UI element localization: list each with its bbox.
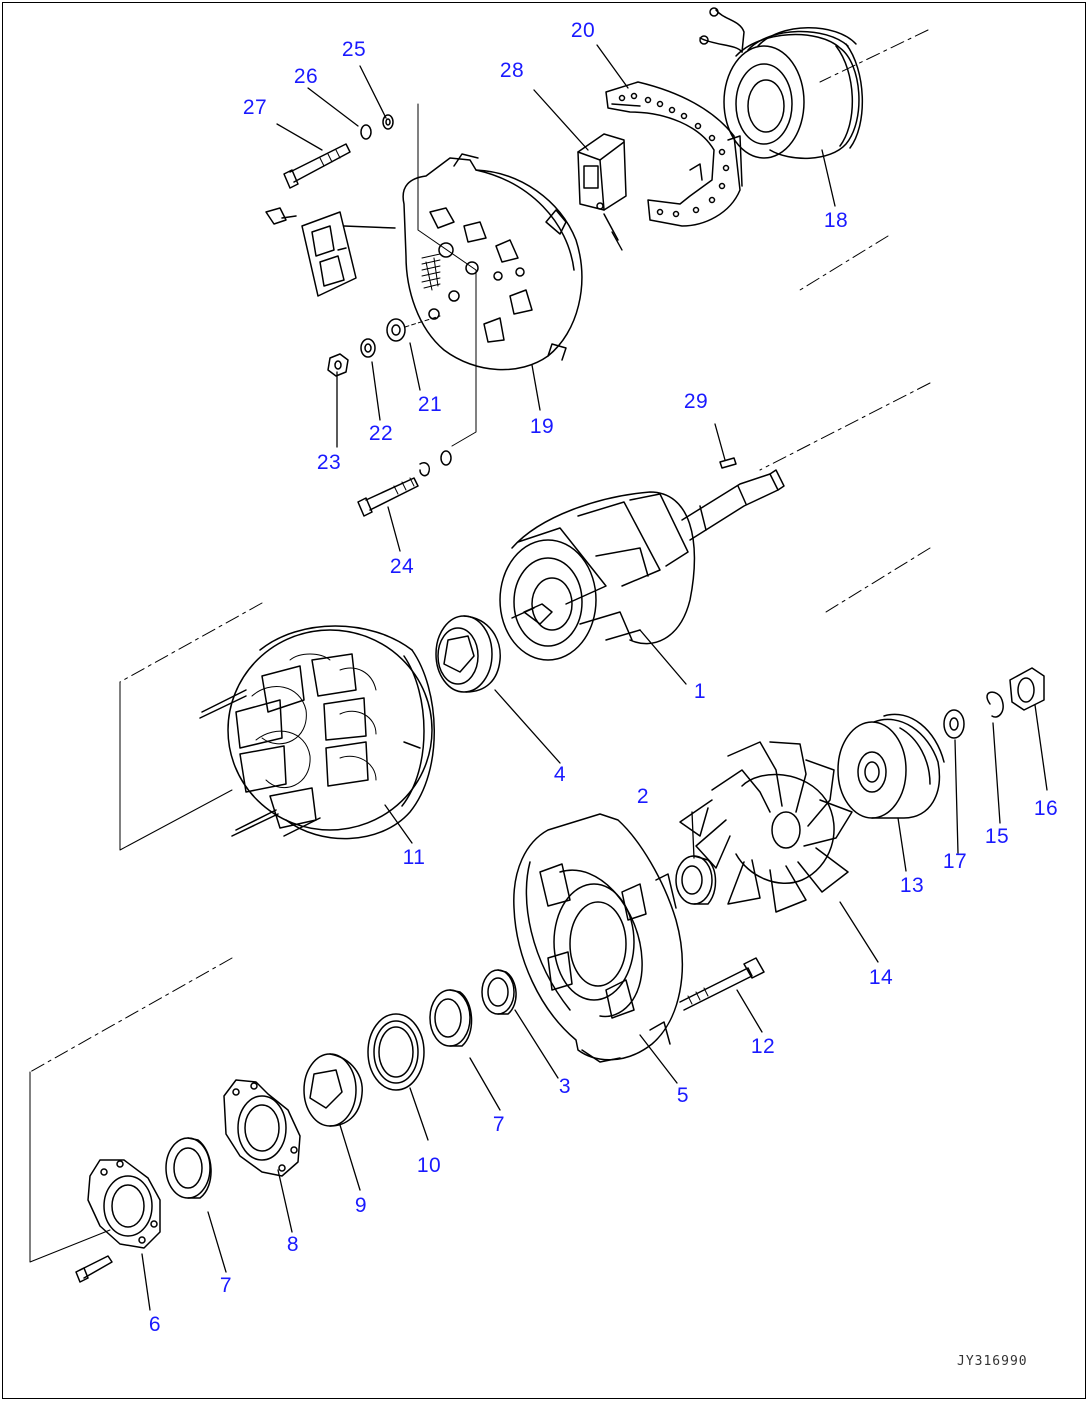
callout-24: 24 bbox=[389, 555, 415, 578]
callout-7-lower: 7 bbox=[219, 1274, 233, 1297]
callout-23: 23 bbox=[316, 451, 342, 474]
callout-16: 16 bbox=[1033, 797, 1059, 820]
part-1-rotor bbox=[499, 469, 785, 661]
callout-25: 25 bbox=[341, 38, 367, 61]
callout-11: 11 bbox=[402, 846, 426, 869]
part-7-spacer-upper bbox=[429, 989, 473, 1047]
part-28-brush-holder bbox=[577, 133, 627, 241]
part-4-bearing bbox=[435, 615, 501, 693]
part-9-bearing bbox=[303, 1053, 363, 1127]
callout-5: 5 bbox=[676, 1084, 690, 1107]
part-29-key bbox=[719, 457, 737, 469]
part-10-seal-ring bbox=[367, 1013, 425, 1091]
center-lines bbox=[29, 29, 931, 1073]
callout-28: 28 bbox=[499, 59, 525, 82]
part-18-housing bbox=[699, 7, 864, 160]
part-5-front-bracket bbox=[513, 813, 683, 1063]
callout-9: 9 bbox=[354, 1194, 368, 1217]
part-11-stator bbox=[199, 625, 435, 840]
callout-14: 14 bbox=[868, 966, 894, 989]
part-19-rear-bracket bbox=[402, 153, 583, 371]
part-7-spacer-lower bbox=[165, 1137, 212, 1199]
part-20-rectifier bbox=[605, 81, 743, 227]
bracket-lines bbox=[29, 103, 477, 1263]
callout-29: 29 bbox=[683, 390, 709, 413]
callout-22: 22 bbox=[368, 422, 394, 445]
leader-lines bbox=[141, 44, 1048, 1311]
callout-4: 4 bbox=[553, 763, 567, 786]
callout-18: 18 bbox=[823, 209, 849, 232]
callout-26: 26 bbox=[293, 65, 319, 88]
callout-6: 6 bbox=[148, 1313, 162, 1336]
part-16-nut bbox=[1009, 667, 1045, 711]
callout-17: 17 bbox=[942, 850, 968, 873]
callout-21: 21 bbox=[417, 393, 443, 416]
part-12-through-bolt bbox=[679, 957, 765, 1011]
callout-7-upper: 7 bbox=[492, 1113, 506, 1136]
callout-13: 13 bbox=[899, 874, 925, 897]
drawing-code: JY316990 bbox=[957, 1354, 1028, 1369]
part-14-fan bbox=[679, 741, 853, 913]
part-2-bearing bbox=[675, 855, 717, 905]
part-17-washer bbox=[943, 709, 965, 739]
callout-15: 15 bbox=[984, 825, 1010, 848]
part-13-pulley bbox=[837, 713, 945, 819]
part-24-screw bbox=[357, 450, 452, 517]
part-25-washer bbox=[382, 114, 394, 130]
part-3-spacer bbox=[481, 969, 517, 1015]
callout-8: 8 bbox=[286, 1233, 300, 1256]
callout-1: 1 bbox=[693, 680, 707, 703]
part-21-washer bbox=[386, 318, 406, 342]
callout-27: 27 bbox=[242, 96, 268, 119]
callout-3: 3 bbox=[558, 1075, 572, 1098]
part-6-cover-plate bbox=[75, 1159, 161, 1283]
part-22-washer bbox=[360, 338, 376, 358]
part-15-spring-washer bbox=[986, 691, 1004, 718]
callout-20: 20 bbox=[570, 19, 596, 42]
callout-10: 10 bbox=[416, 1154, 442, 1177]
part-23-nut bbox=[327, 353, 349, 377]
callout-12: 12 bbox=[750, 1035, 776, 1058]
callout-2: 2 bbox=[636, 785, 650, 808]
part-8-retainer-plate bbox=[223, 1079, 301, 1177]
part-26-washer bbox=[360, 124, 372, 140]
part-27-screw bbox=[283, 143, 351, 189]
terminal-plate bbox=[265, 207, 396, 297]
callout-19: 19 bbox=[529, 415, 555, 438]
